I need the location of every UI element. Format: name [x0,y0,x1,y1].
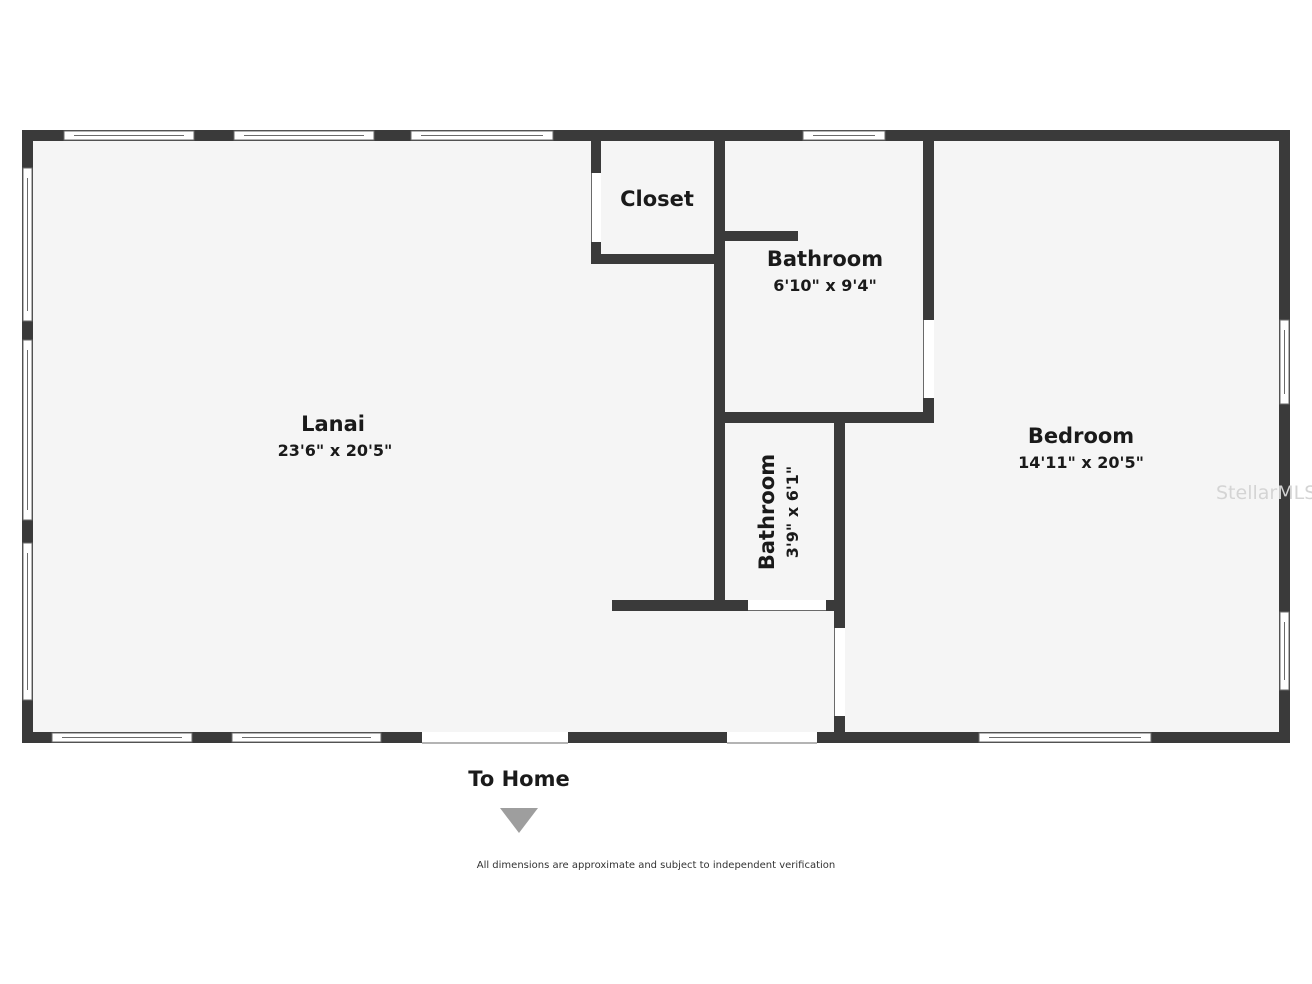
disclaimer-text: All dimensions are approximate and subje… [477,860,836,871]
room-name-bedroom: Bedroom [1028,424,1134,448]
door-openings [422,173,934,743]
entry-label: To Home [468,767,569,791]
window-sashes [27,135,1285,738]
small-bath-door-opening [748,600,826,611]
bedroom-door-opening [727,732,817,743]
closet-door-opening [591,173,601,242]
bedroom-side-opening [923,320,934,398]
entry-arrow-icon [500,808,538,833]
small-bathroom-label-group: Bathroom 3'9" x 6'1" [755,454,802,570]
room-name-closet: Closet [620,187,694,211]
room-dimensions-lanai: 23'6" x 20'5" [278,441,393,460]
room-name-bathroom-main: Bathroom [767,247,883,271]
room-name-lanai: Lanai [301,412,365,436]
room-name-bathroom-small: Bathroom [755,454,779,570]
bedroom-hall-opening [834,628,845,716]
room-dimensions-bathroom-main: 6'10" x 9'4" [773,276,877,295]
entry-door-opening [422,732,568,743]
room-dimensions-bedroom: 14'11" x 20'5" [1018,453,1144,472]
room-dimensions-bathroom-small: 3'9" x 6'1" [783,466,802,558]
door-opening-edges [422,173,924,744]
watermark-text: StellarMLS [1216,482,1312,504]
floor-area [22,130,1290,743]
